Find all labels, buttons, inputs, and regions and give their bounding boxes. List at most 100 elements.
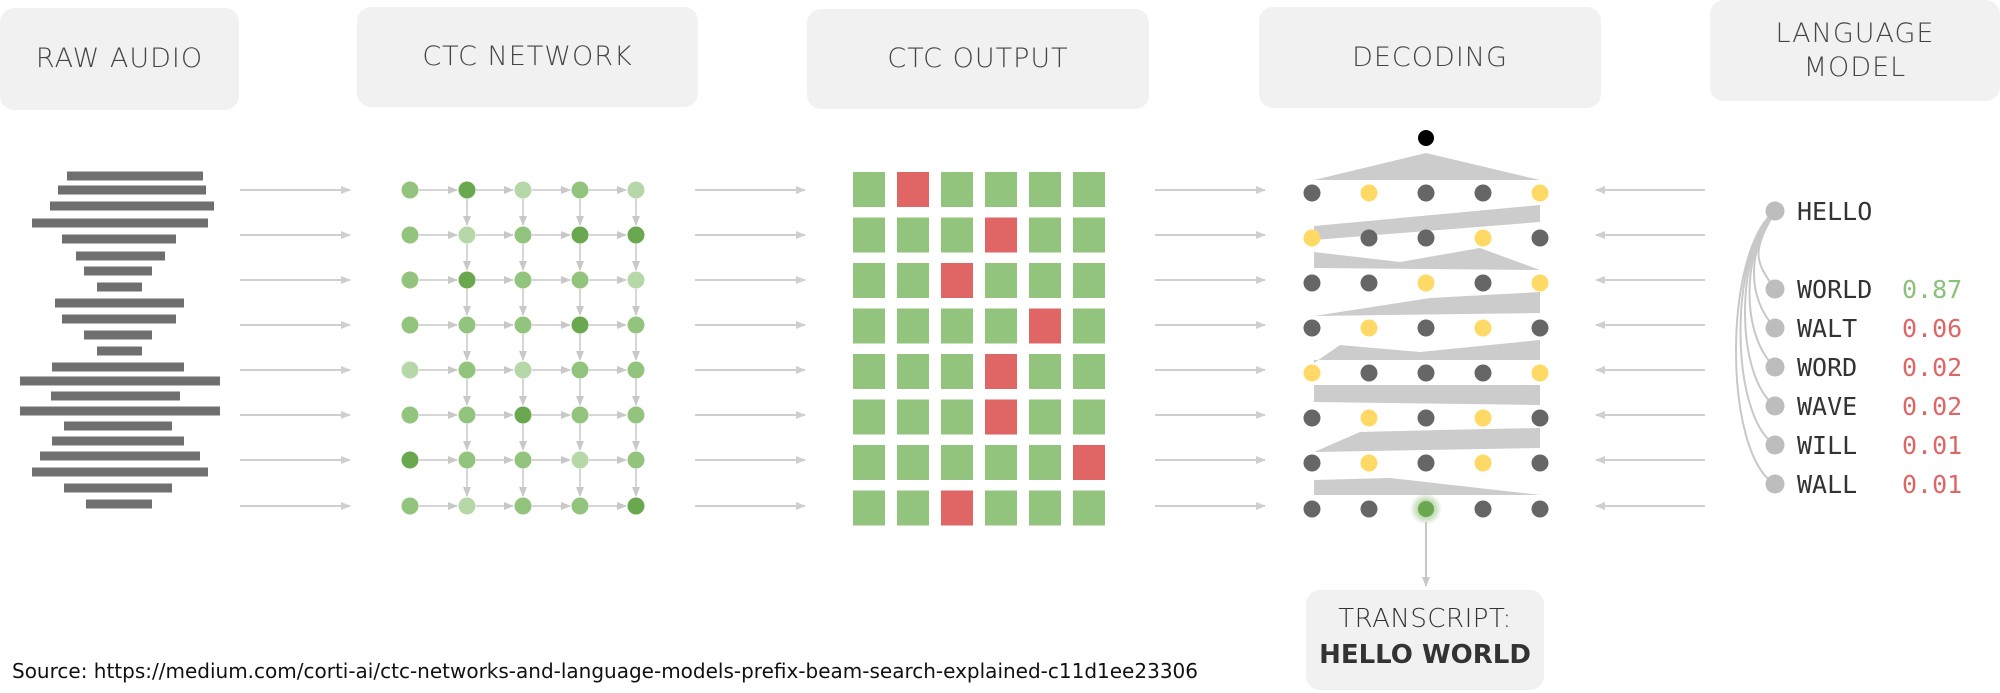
beam-node: [1531, 409, 1549, 427]
beam-node: [1303, 454, 1321, 472]
audio-bar: [84, 266, 152, 276]
network-node: [401, 226, 419, 244]
stage-decoding: DECODING: [1259, 7, 1601, 108]
beam-node: [1531, 500, 1549, 518]
network-node: [571, 316, 589, 334]
output-cell: [853, 445, 885, 480]
network-node: [627, 451, 645, 469]
lm-branch: [1735, 210, 1776, 485]
stage-label: CTC NETWORK: [422, 41, 633, 73]
audio-bar: [51, 391, 180, 401]
output-cell: [985, 445, 1017, 480]
network-node: [627, 316, 645, 334]
lm-candidate-node: [1765, 357, 1785, 377]
output-cell: [1073, 263, 1105, 298]
output-cell: [941, 172, 973, 207]
output-cell: [1029, 263, 1061, 298]
source-caption: Source: https://medium.com/corti-ai/ctc-…: [12, 659, 1198, 683]
beam-node: [1474, 274, 1492, 292]
audio-bar: [32, 467, 208, 477]
output-cell: [1029, 445, 1061, 480]
network-node: [627, 271, 645, 289]
beam-node: [1474, 229, 1492, 247]
beam-node: [1303, 500, 1321, 518]
lm-candidate-word: WILL: [1797, 431, 1857, 460]
lm-candidate-prob: 0.02: [1902, 353, 1962, 382]
output-cell: [1029, 354, 1061, 389]
stage-label: RAW AUDIO: [35, 43, 204, 75]
lm-candidate-prob: 0.02: [1902, 392, 1962, 421]
beam-shape: [1314, 292, 1540, 316]
lm-prefix-text: HELLO: [1797, 197, 1872, 226]
audio-bar: [76, 251, 165, 261]
network-node: [401, 451, 419, 469]
audio-bar: [64, 483, 172, 493]
network-node: [514, 271, 532, 289]
output-cell: [1029, 308, 1061, 344]
audio-bar: [64, 421, 172, 431]
beam-node: [1531, 364, 1549, 382]
network-node: [401, 406, 419, 424]
network-node: [571, 271, 589, 289]
beam-node: [1360, 184, 1378, 202]
beam-node: [1303, 319, 1321, 337]
lm-candidate-word: WAVE: [1797, 392, 1857, 421]
network-node: [514, 361, 532, 379]
beam-node: [1474, 184, 1492, 202]
stage-ctc-output: CTC OUTPUT: [807, 9, 1149, 109]
stage-ctc-network: CTC NETWORK: [357, 7, 698, 107]
audio-bar: [97, 346, 142, 356]
output-cell: [985, 354, 1017, 389]
lm-candidate-prob: 0.01: [1902, 470, 1962, 499]
audio-bar: [62, 314, 176, 324]
output-cell: [897, 308, 929, 344]
output-cell: [1029, 399, 1061, 435]
output-cell: [985, 217, 1017, 253]
network-node: [458, 497, 476, 515]
stage-label: CTC OUTPUT: [887, 43, 1069, 75]
beam-node: [1360, 364, 1378, 382]
audio-bar: [86, 499, 152, 509]
stage-label: DECODING: [1352, 41, 1508, 73]
network-node: [627, 497, 645, 515]
network-node: [401, 361, 419, 379]
beam-node: [1531, 274, 1549, 292]
lm-candidate-node: [1765, 279, 1785, 299]
lm-branch: [1739, 210, 1776, 446]
network-node: [514, 316, 532, 334]
beam-node: [1474, 409, 1492, 427]
lm-candidate-node: [1765, 396, 1785, 416]
output-cell: [1073, 399, 1105, 435]
network-node: [514, 497, 532, 515]
network-node: [458, 361, 476, 379]
beam-node: [1474, 364, 1492, 382]
network-node: [458, 181, 476, 199]
beam-node: [1531, 319, 1549, 337]
beam-node: [1417, 319, 1435, 337]
beam-node: [1360, 319, 1378, 337]
network-node: [401, 271, 419, 289]
network-node: [458, 316, 476, 334]
beam-node: [1360, 229, 1378, 247]
output-cell: [941, 263, 973, 298]
beam-shape: [1314, 153, 1540, 180]
network-node: [514, 451, 532, 469]
beam-shape: [1314, 248, 1540, 270]
beam-node: [1474, 319, 1492, 337]
audio-bar: [58, 185, 206, 195]
output-cell: [941, 308, 973, 344]
transcript-label: TRANSCRIPT:: [1338, 604, 1512, 634]
beam-node: [1303, 274, 1321, 292]
lm-candidate-node: [1765, 435, 1785, 455]
audio-bar: [50, 201, 214, 211]
beam-node-selected: [1418, 501, 1434, 517]
network-node: [571, 226, 589, 244]
beam-node: [1360, 454, 1378, 472]
output-cell: [897, 399, 929, 435]
network-node: [627, 406, 645, 424]
lm-candidate-word: WORLD: [1797, 275, 1872, 304]
lm-candidate-prob: 0.01: [1902, 431, 1962, 460]
output-cell: [985, 308, 1017, 344]
beam-node: [1360, 274, 1378, 292]
